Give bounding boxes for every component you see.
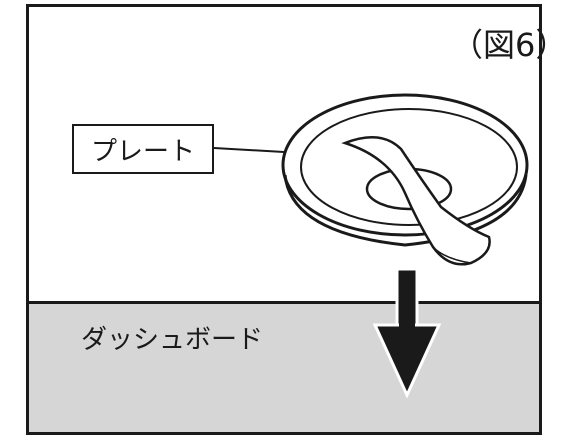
plate-label: プレート [72, 124, 214, 174]
figure-label: （図6） [451, 26, 567, 64]
peeling-sheet [341, 136, 491, 266]
dashboard-area [29, 301, 539, 432]
down-arrow-icon [372, 267, 442, 399]
plate-rim-edge [283, 174, 528, 247]
diagram-frame: （図6） プレート ダッシュボード [26, 4, 567, 435]
peeling-sheet-fold [432, 246, 472, 264]
diagram-art [213, 93, 529, 399]
plate-label-text: プレート [90, 136, 195, 167]
dashboard-label: ダッシュボード [81, 325, 264, 355]
plate-inner-ring [300, 108, 518, 226]
